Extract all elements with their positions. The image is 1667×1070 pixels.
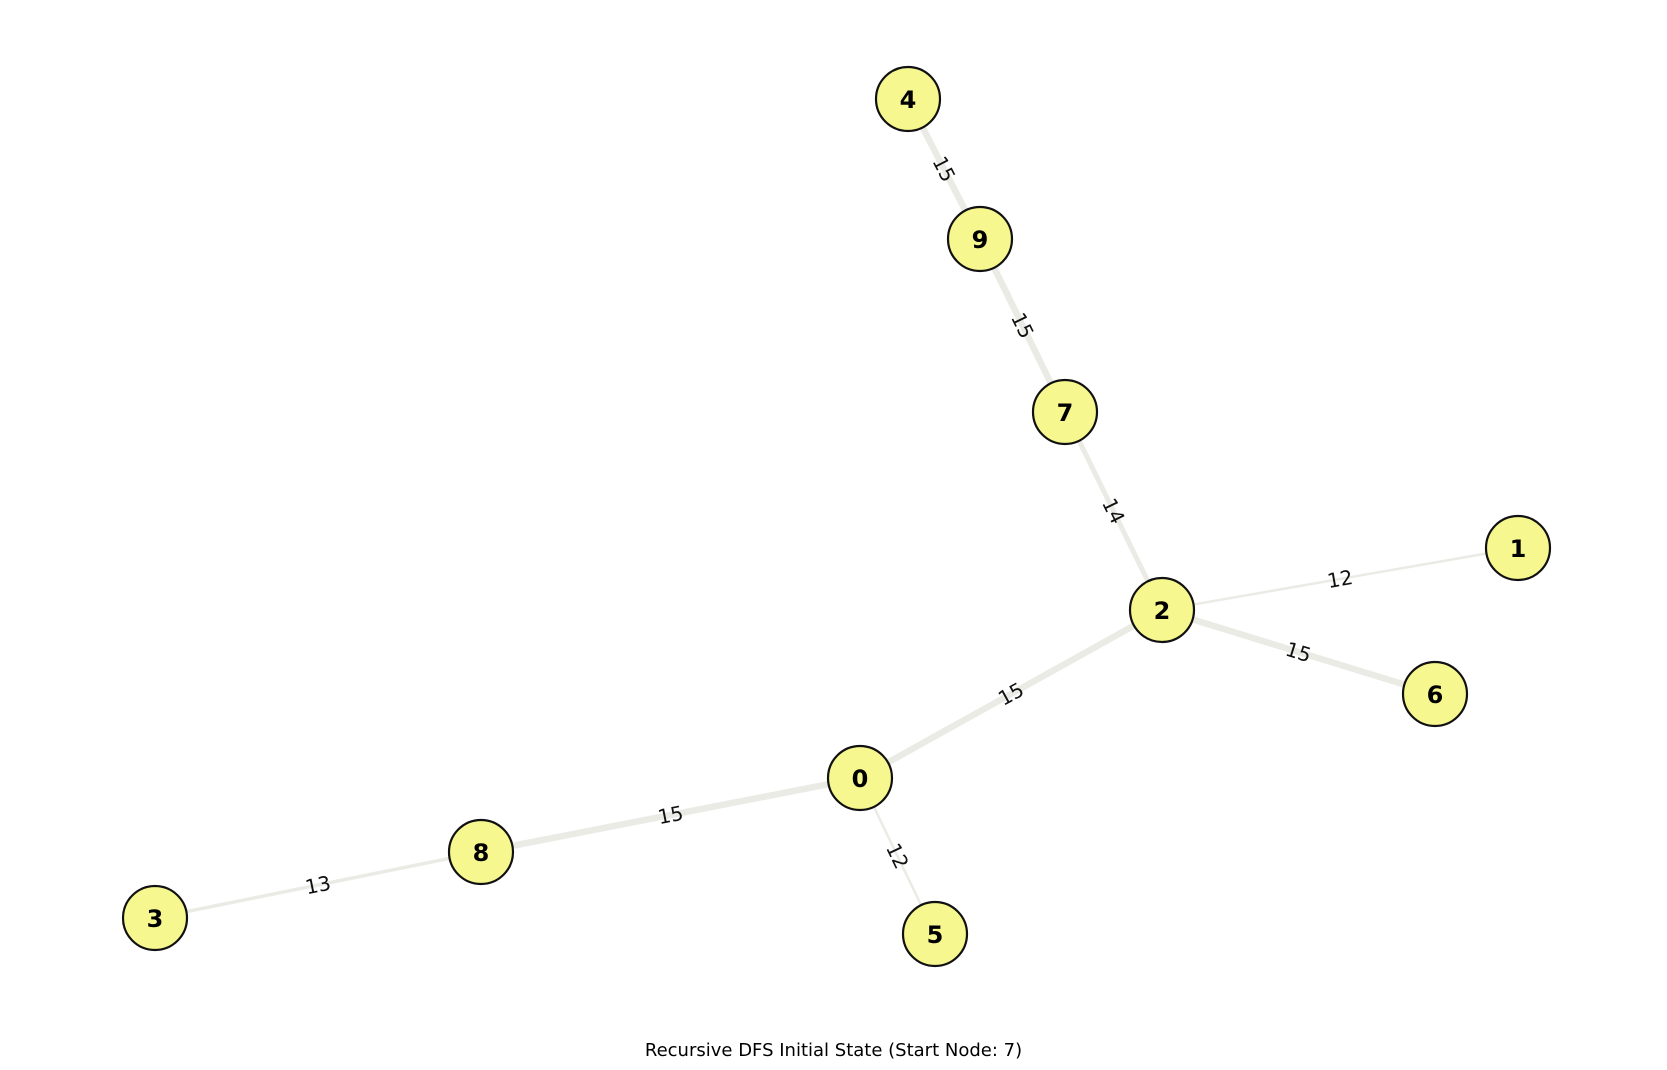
node-label: 4 bbox=[900, 86, 917, 114]
node-label: 0 bbox=[852, 765, 869, 793]
edge-weight-label: 13 bbox=[303, 871, 333, 900]
edge-weight-label: 15 bbox=[994, 677, 1028, 710]
edge-8-3 bbox=[153, 850, 483, 920]
node-circle bbox=[1484, 514, 1552, 582]
edge-weight-label: 14 bbox=[1097, 494, 1130, 527]
edge-weight-label: 12 bbox=[881, 839, 914, 872]
node-9: 9 bbox=[946, 205, 1014, 273]
node-3: 3 bbox=[121, 884, 189, 952]
edge-weight-label: 15 bbox=[1283, 637, 1314, 667]
node-circle bbox=[1401, 660, 1469, 728]
edge-weight-label: 15 bbox=[1006, 309, 1039, 342]
node-label: 5 bbox=[927, 921, 944, 949]
edge-2-0 bbox=[856, 606, 1166, 782]
node-label: 6 bbox=[1427, 681, 1444, 709]
node-8: 8 bbox=[447, 818, 515, 886]
node-circle bbox=[121, 884, 189, 952]
graph-caption: Recursive DFS Initial State (Start Node:… bbox=[644, 1040, 1023, 1061]
node-5: 5 bbox=[901, 900, 969, 968]
node-1: 1 bbox=[1484, 514, 1552, 582]
node-4: 4 bbox=[874, 65, 942, 133]
node-label: 9 bbox=[972, 226, 989, 254]
node-label: 2 bbox=[1154, 597, 1171, 625]
node-label: 8 bbox=[473, 839, 490, 867]
node-circle bbox=[1031, 378, 1099, 446]
node-label: 1 bbox=[1510, 535, 1527, 563]
edge-0-8 bbox=[477, 774, 864, 856]
edge-7-2 bbox=[1062, 409, 1165, 613]
node-6: 6 bbox=[1401, 660, 1469, 728]
edge-weight-label: 12 bbox=[1325, 565, 1354, 593]
node-circle bbox=[826, 744, 894, 812]
node-label: 7 bbox=[1057, 399, 1074, 427]
node-circle bbox=[901, 900, 969, 968]
node-circle bbox=[447, 818, 515, 886]
node-2: 2 bbox=[1128, 576, 1196, 644]
edge-weight-label: 15 bbox=[656, 801, 686, 829]
node-7: 7 bbox=[1031, 378, 1099, 446]
node-0: 0 bbox=[826, 744, 894, 812]
edge-2-1 bbox=[1160, 546, 1520, 612]
edge-2-6 bbox=[1158, 606, 1439, 698]
node-label: 3 bbox=[147, 905, 164, 933]
node-circle bbox=[946, 205, 1014, 273]
edges-layer bbox=[153, 95, 1520, 936]
edge-weight-label: 15 bbox=[928, 152, 961, 186]
node-circle bbox=[874, 65, 942, 133]
node-circle bbox=[1128, 576, 1196, 644]
